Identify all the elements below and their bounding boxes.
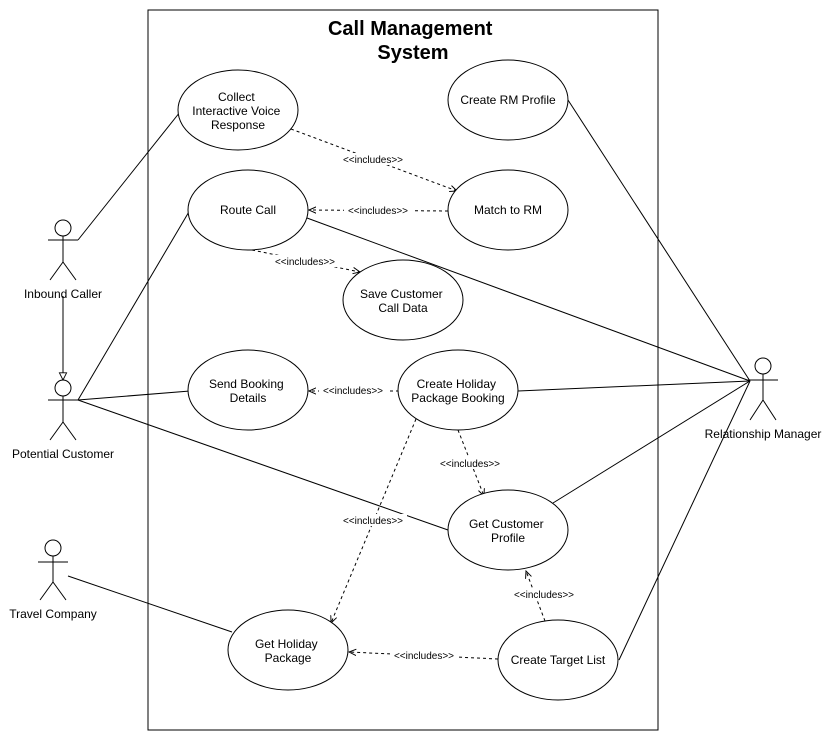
system-title-line-1: Call Management [328,18,493,40]
include-label: <<includes>> [275,257,335,268]
svg-text:Get Customer Profile: Get Customer Profile [469,517,547,545]
svg-text:Create Holiday Package B: Create Holiday Package Booking [411,377,504,405]
use-case-collect-ivr[interactable]: Collect Interactive Voice Response [177,69,299,151]
include-label: <<includes>> [348,206,408,217]
use-case-label: Match to RM [474,203,542,217]
assoc-potential-customer-send-booking [77,390,191,401]
svg-text:Create Target List: Create Target List [511,653,606,667]
actor-label: Potential Customer [12,447,114,461]
use-case-label: Route Call [220,203,276,217]
include-label: <<includes>> [394,651,454,662]
use-case-label: Profile [491,531,525,545]
use-case-save-customer-call-data[interactable]: Save Customer Call Data [342,259,464,341]
system-title-line-2: System [377,42,448,64]
use-case-label: Package Booking [411,391,504,405]
include-label: <<includes>> [323,386,383,397]
include-label: <<includes>> [440,459,500,470]
associations [67,99,751,661]
actor-label: Travel Company [9,607,97,621]
use-case-label: Send Booking [209,377,284,391]
svg-text:Get Holiday Package: Get Holiday Package [255,637,321,665]
assoc-rm-route-call [306,217,751,382]
actor-inbound-caller[interactable]: Inbound Caller [24,219,102,301]
svg-text:Send Booking Details: Send Booking Details [209,377,287,405]
use-case-label: Collect [218,90,255,104]
svg-text:Route Call: Route Call [220,203,276,217]
actor-label: Inbound Caller [24,287,102,301]
use-case-label: Package [265,651,312,665]
assoc-inbound-caller-collect-ivr [77,111,181,241]
assoc-travel-company-get-holiday-package [67,575,233,633]
use-case-label: Create RM Profile [460,93,556,107]
use-case-label: Create Holiday [417,377,496,391]
svg-text:Save Customer Call Data: Save Customer Call Data [360,287,446,315]
actor-label: Relationship Manager [705,427,822,441]
assoc-rm-get-customer-profile [552,380,751,504]
use-case-get-holiday-package[interactable]: Get Holiday Package [227,609,349,691]
svg-text:Collect Interactive Voic: Collect Interactive Voice Response [192,90,283,132]
actor-head [54,379,72,397]
assoc-potential-customer-get-customer-profile [77,399,449,531]
actor-relationship-manager[interactable]: Relationship Manager [705,357,822,441]
assoc-potential-customer-route-call [77,209,191,401]
actor-head [44,539,62,557]
use-case-label: Create Target List [511,653,606,667]
include-match-rm-to-route-call [309,210,449,211]
include-label: <<includes>> [514,590,574,601]
use-case-label: Interactive Voice [192,104,280,118]
actor-travel-company[interactable]: Travel Company [9,539,97,621]
include-labels: <<includes>> <<includes>> <<includes>> <… [271,153,578,662]
use-case-label: Get Holiday [255,637,318,651]
use-case-label: Call Data [378,301,428,315]
actor-potential-customer[interactable]: Potential Customer [12,379,114,461]
svg-text:Create RM Profile: Create RM Profile [460,93,556,107]
use-case-label: Get Customer [469,517,544,531]
use-case-create-target-list[interactable]: Create Target List [497,619,619,701]
actor-head [754,357,772,375]
use-case-label: Response [211,118,265,132]
use-case-get-customer-profile[interactable]: Get Customer Profile [447,489,569,571]
use-case-create-rm-profile[interactable]: Create RM Profile [447,59,569,141]
assoc-rm-create-rm-profile [567,99,751,382]
include-label: <<includes>> [343,155,403,166]
use-case-match-to-rm[interactable]: Match to RM [447,169,569,251]
assoc-rm-create-target-list [618,380,751,661]
use-case-route-call[interactable]: Route Call [187,169,309,251]
use-case-send-booking-details[interactable]: Send Booking Details [187,349,309,431]
actor-head [54,219,72,237]
use-case-label: Details [230,391,267,405]
use-case-create-holiday-package-booking[interactable]: Create Holiday Package Booking [397,349,519,431]
include-label: <<includes>> [343,516,403,527]
svg-text:Match to RM: Match to RM [474,203,542,217]
use-case-label: Save Customer [360,287,443,301]
system-title: Call Management System [328,18,498,64]
assoc-rm-create-holiday-package-booking [517,380,751,392]
